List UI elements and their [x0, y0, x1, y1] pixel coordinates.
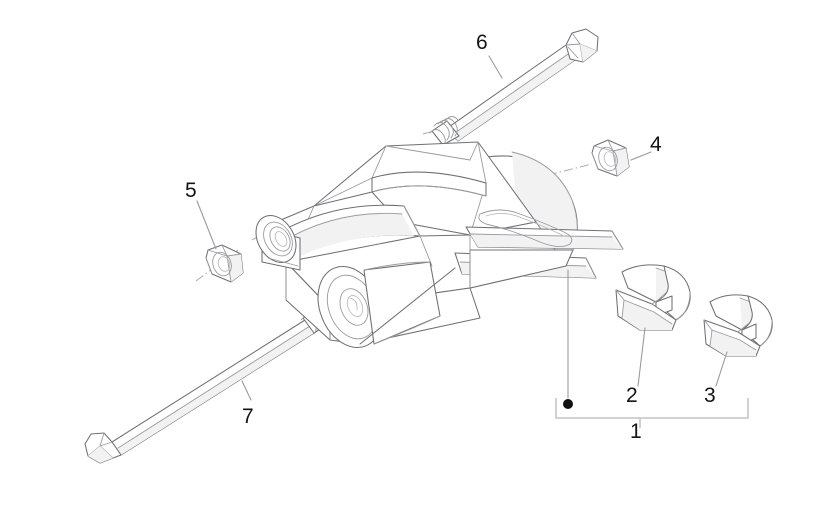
callout-label-1: 1: [630, 420, 642, 443]
callout-label-5: 5: [185, 179, 197, 202]
hex-nut-left: [205, 244, 244, 283]
leader-6: [488, 55, 503, 79]
group-dot-marker: [563, 399, 573, 409]
hex-nut-right: [591, 139, 630, 177]
callout-label-2: 2: [626, 384, 638, 407]
group-bracket: [555, 398, 749, 428]
callout-label-4: 4: [650, 133, 662, 156]
leader-5: [196, 200, 217, 250]
pivot-bolt-upper: [429, 28, 599, 148]
leader-7: [241, 380, 252, 401]
leader-3: [715, 351, 728, 387]
leader-lines: [196, 55, 728, 401]
clip-upper: [615, 264, 691, 331]
swing-arm-body: [255, 141, 624, 349]
callout-label-3: 3: [704, 384, 716, 407]
callout-label-6: 6: [476, 31, 488, 54]
callout-label-7: 7: [242, 405, 254, 428]
leader-2: [637, 327, 646, 387]
clip-lower: [703, 294, 773, 357]
leader-4: [630, 151, 652, 161]
pivot-bolt-lower: [84, 305, 331, 464]
